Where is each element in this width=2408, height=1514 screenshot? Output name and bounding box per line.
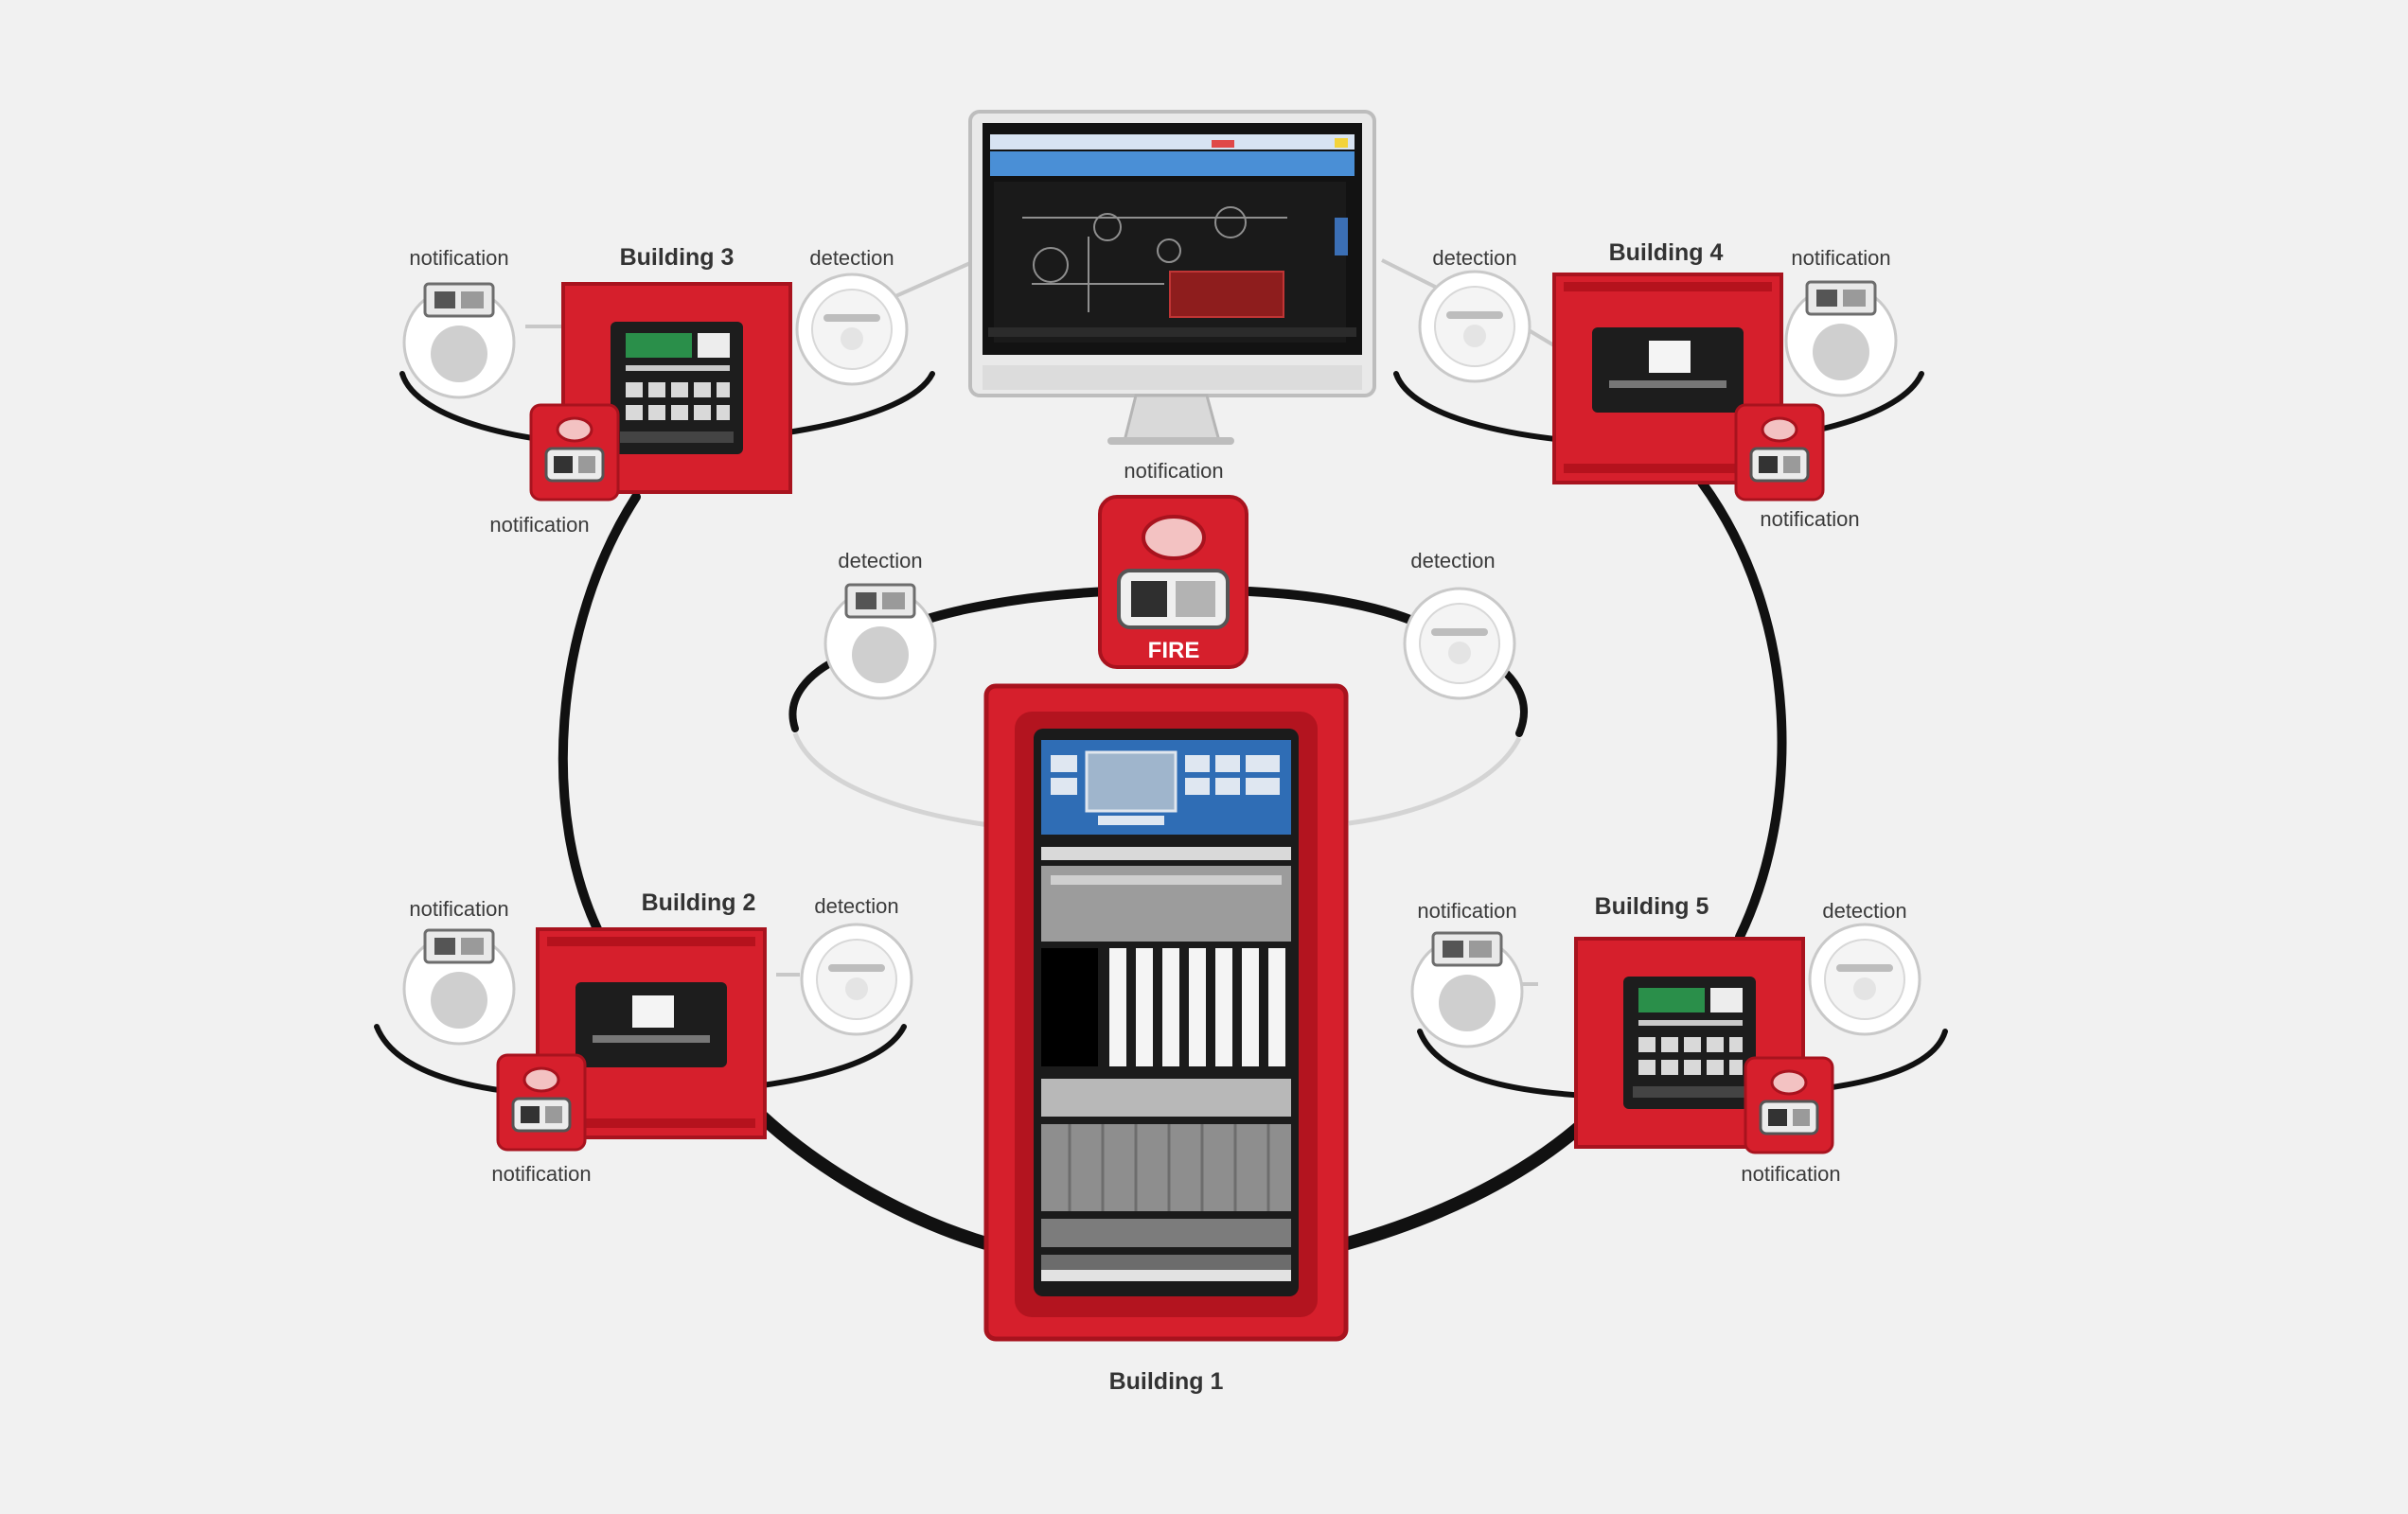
notification-label: notification: [409, 897, 508, 921]
detection-label: detection: [838, 549, 922, 572]
horn-strobe-notification-icon: [1410, 931, 1524, 1048]
manual-pull-station-icon: FIRE: [1098, 495, 1248, 669]
notification-label: notification: [489, 513, 589, 537]
smoke-detector-icon: [800, 923, 913, 1036]
cable-building2-building1: [755, 1110, 996, 1251]
smoke-detector-icon: [795, 273, 909, 386]
detection-label: detection: [1822, 899, 1906, 923]
building-4-label: Building 4: [1609, 239, 1724, 266]
smoke-detector-icon: [1808, 923, 1921, 1036]
horn-strobe-notification-icon: [402, 282, 516, 399]
smoke-detector-icon: [1403, 587, 1516, 700]
manual-pull-station-icon: [1744, 1056, 1834, 1154]
notification-label: notification: [1760, 507, 1859, 531]
detection-label: detection: [814, 894, 898, 918]
building-1-label: Building 1: [1109, 1368, 1224, 1395]
detection-label: detection: [1432, 246, 1516, 270]
building-2-label: Building 2: [642, 889, 756, 916]
notification-label: notification: [409, 246, 508, 270]
horn-strobe-notification-icon: [1784, 280, 1898, 397]
cable-building3-building2: [558, 492, 641, 942]
building-5-label: Building 5: [1595, 893, 1709, 920]
workstation-monitor-icon: [968, 110, 1376, 445]
notification-label: notification: [491, 1162, 591, 1186]
building-3-label: Building 3: [620, 244, 735, 271]
cable-building4-building5: [1697, 478, 1787, 942]
notification-label: notification: [1741, 1162, 1840, 1186]
horn-strobe-notification-icon: [402, 928, 516, 1046]
manual-pull-station-icon: [529, 403, 620, 502]
central-loop-return: [792, 732, 1522, 828]
fire-label: FIRE: [1148, 638, 1200, 663]
detection-label: detection: [809, 246, 894, 270]
cable-building5-building1: [1337, 1119, 1587, 1251]
main-fire-alarm-control-panel: [983, 683, 1349, 1342]
notification-label: notification: [1124, 459, 1223, 483]
manual-pull-station-icon: [496, 1053, 587, 1152]
manual-pull-station-icon: [1734, 403, 1825, 502]
notification-label: notification: [1791, 246, 1890, 270]
notification-label: notification: [1417, 899, 1516, 923]
smoke-detector-icon: [1418, 270, 1532, 383]
detection-label: detection: [1410, 549, 1495, 572]
horn-strobe-notification-icon: [823, 583, 937, 700]
network-cables: [558, 478, 1787, 1251]
